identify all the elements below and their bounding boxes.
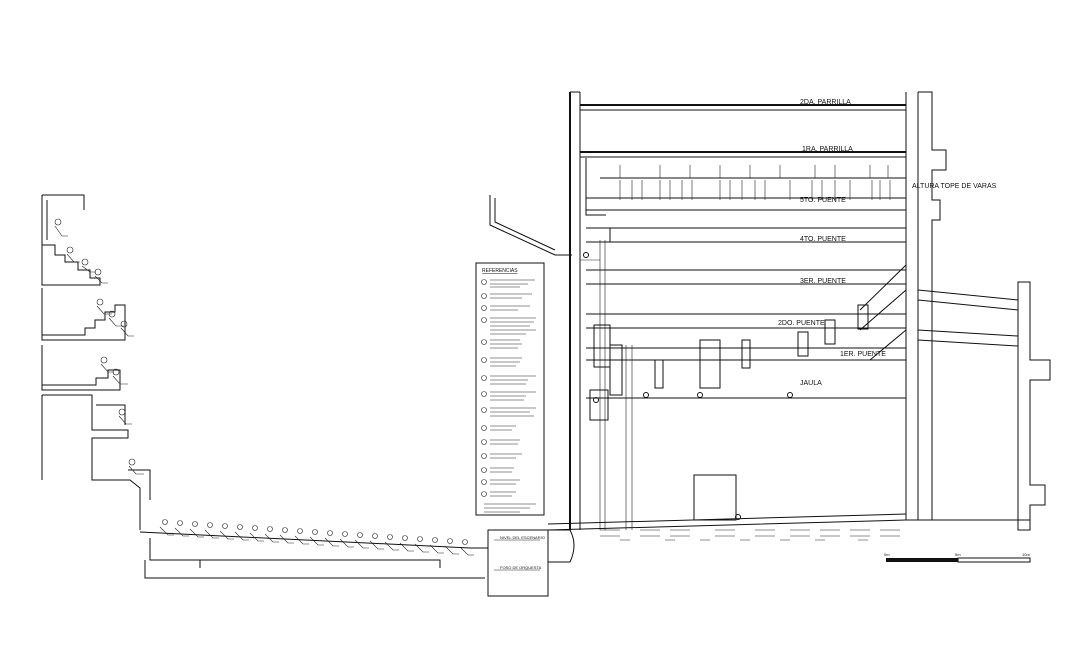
label-2da-parrilla: 2DA. PARRILLA (800, 99, 851, 106)
label-1ra-parrilla: 1RA. PARRILLA (802, 146, 853, 153)
balcony-tiers (41, 194, 151, 530)
batten-tags (619, 165, 891, 200)
svg-text:FOSO DE ORQUESTA: FOSO DE ORQUESTA (500, 565, 542, 570)
orchestra-seats (159, 519, 474, 556)
scale-tick-0: 0m (884, 552, 890, 557)
orchestra-pit: NIVEL DEL ESCENARIO FOSO DE ORQUESTA (487, 529, 575, 597)
floor-tags (600, 529, 900, 541)
label-4to-puente: 4TO. PUENTE (800, 236, 846, 243)
label-2do-puente: 2DO. PUENTE (778, 320, 825, 327)
legend-box: REFERENCIAS (475, 262, 545, 516)
scale-tick-10: 10m (1022, 552, 1030, 557)
label-1er-puente: 1ER. PUENTE (840, 351, 886, 358)
scale-bar: 0m 5m 10m (884, 552, 1031, 563)
label-altura-tope-varas: ALTURA TOPE DE VARAS (912, 183, 997, 190)
balcony-seats (54, 218, 144, 475)
orchestra-floor (139, 519, 488, 579)
stage-tower (547, 91, 1051, 541)
proscenium-ceiling (489, 195, 572, 256)
legend-title: REFERENCIAS (482, 268, 518, 274)
label-3er-puente: 3ER. PUENTE (800, 278, 846, 285)
svg-text:NIVEL DEL ESCENARIO: NIVEL DEL ESCENARIO (500, 535, 545, 540)
label-5to-puente: 5TO. PUENTE (800, 197, 846, 204)
label-jaula: JAULA (800, 380, 822, 387)
scale-tick-5: 5m (955, 552, 961, 557)
